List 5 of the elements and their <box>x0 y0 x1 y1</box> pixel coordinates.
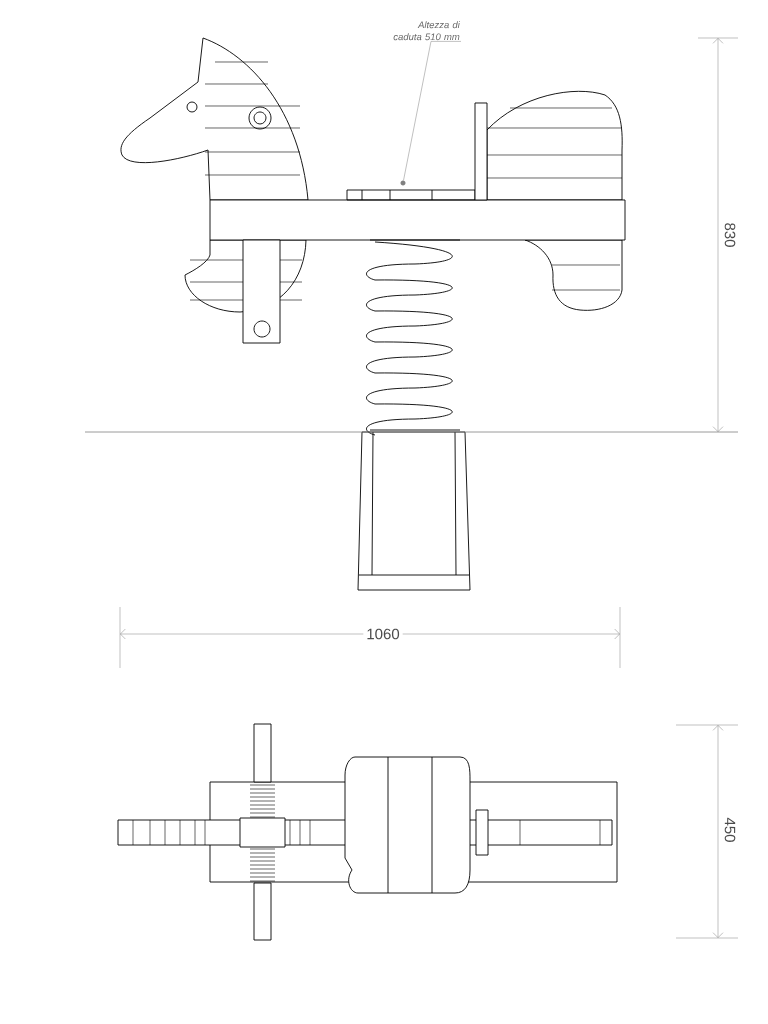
leader-line <box>403 41 462 181</box>
callout-text: Altezza di caduta 510 mm <box>393 21 460 41</box>
dimension-label: 830 <box>722 220 738 250</box>
dimension-label: 450 <box>722 815 738 845</box>
dimension-label: 1060 <box>363 625 403 643</box>
